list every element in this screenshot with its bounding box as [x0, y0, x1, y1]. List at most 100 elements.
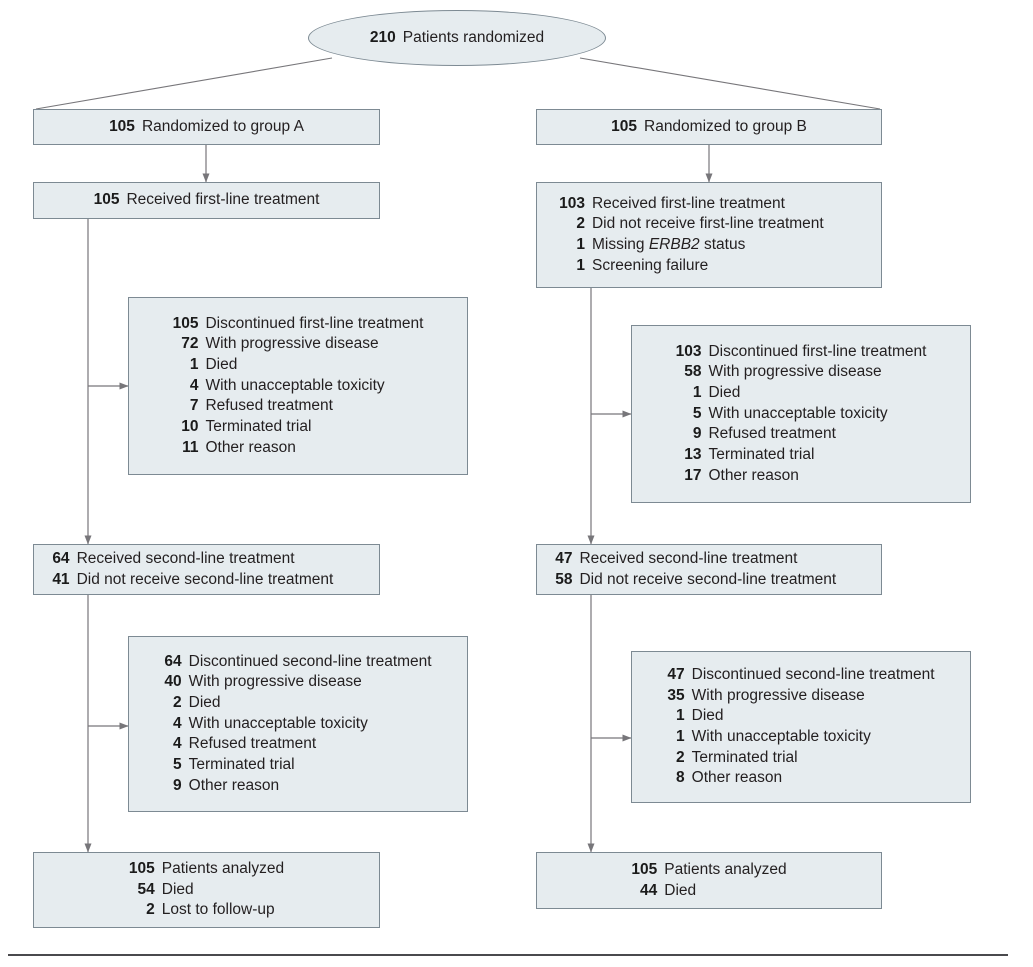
- row-label: With progressive disease: [188, 673, 362, 691]
- node-first-line-discontinued-group-a: 105 Discontinued first-line treatment 72…: [128, 297, 468, 475]
- row-label: Other reason: [205, 438, 296, 456]
- node-first-line-group-b: 103 Received first-line treatment 2 Did …: [536, 182, 882, 288]
- row-number: 58: [684, 363, 702, 381]
- node-row: 5 Terminated trial: [164, 755, 431, 776]
- node-second-line-discontinued-group-a: 64 Discontinued second-line treatment 40…: [128, 636, 468, 812]
- row-number: 4: [189, 376, 199, 394]
- row-number: 1: [676, 707, 685, 725]
- row-label: With unacceptable toxicity: [691, 728, 871, 745]
- node-rows: 105 Discontinued first-line treatment 72…: [173, 314, 424, 458]
- row-label: Other reason: [708, 466, 799, 484]
- row-label: Randomized to group B: [644, 117, 807, 135]
- row-number: 1: [576, 236, 585, 253]
- row-label: Terminated trial: [708, 445, 815, 463]
- row-number: 2: [146, 901, 155, 919]
- node-rows: 47 Received second-line treatment 58 Did…: [551, 549, 881, 590]
- row-number: 10: [181, 417, 199, 435]
- node-row: 41 Did not receive second-line treatment: [48, 570, 379, 591]
- row-label: Died: [708, 384, 741, 402]
- row-number: 2: [676, 748, 685, 766]
- row-number: 7: [189, 397, 199, 415]
- node-row: 105 Randomized to group B: [611, 117, 807, 138]
- row-label: Received second-line treatment: [76, 549, 295, 567]
- node-row: 64 Received second-line treatment: [48, 549, 379, 570]
- row-label-erbb2: Missing ERBB2 status: [591, 236, 746, 253]
- node-rows: 105 Patients analyzed 44 Died: [631, 860, 786, 901]
- row-label: Did not receive second-line treatment: [76, 570, 334, 588]
- node-second-line-group-a: 64 Received second-line treatment 41 Did…: [33, 544, 380, 595]
- row-number: 9: [692, 425, 702, 443]
- row-number: 72: [181, 335, 199, 353]
- row-number: 105: [631, 860, 658, 878]
- node-row: 10 Terminated trial: [173, 417, 424, 438]
- node-row: 4 With unacceptable toxicity: [173, 376, 424, 397]
- node-row: 4 With unacceptable toxicity: [164, 714, 431, 735]
- node-row: 47 Received second-line treatment: [551, 549, 881, 570]
- node-second-line-group-b: 47 Received second-line treatment 58 Did…: [536, 544, 882, 595]
- node-rows: 64 Received second-line treatment 41 Did…: [48, 549, 379, 590]
- row-number: 2: [173, 694, 182, 712]
- node-rows: 105 Randomized to group A: [109, 117, 304, 138]
- erbb2-gene-name: ERBB2: [648, 236, 700, 253]
- row-number: 5: [692, 404, 702, 422]
- node-first-line-discontinued-group-b: 103 Discontinued first-line treatment 58…: [631, 325, 971, 503]
- node-patients-randomized: 210 Patients randomized: [308, 10, 606, 66]
- row-number: 17: [684, 466, 702, 484]
- row-number: 105: [93, 191, 120, 209]
- row-label: Patients analyzed: [161, 860, 285, 878]
- node-row: 58 With progressive disease: [676, 362, 927, 383]
- node-rows: 105 Received first-line treatment: [94, 190, 320, 211]
- row-number: 47: [555, 549, 573, 567]
- node-row: 1 Died: [667, 706, 934, 727]
- node-row: 2 Did not receive first-line treatment: [551, 214, 881, 235]
- node-row: 7 Refused treatment: [173, 396, 424, 417]
- node-row: 11 Other reason: [173, 438, 424, 459]
- row-number: 1: [676, 728, 685, 745]
- row-number: 11: [182, 438, 199, 456]
- row-label: Did not receive first-line treatment: [591, 215, 824, 233]
- node-row: 1 Died: [173, 355, 424, 376]
- node-row: 58 Did not receive second-line treatment: [551, 570, 881, 591]
- node-analyzed-group-b: 105 Patients analyzed 44 Died: [536, 852, 882, 909]
- row-label: Refused treatment: [205, 397, 333, 415]
- row-label: Discontinued second-line treatment: [188, 652, 432, 670]
- node-rows: 103 Received first-line treatment 2 Did …: [551, 194, 881, 276]
- row-number: 64: [52, 549, 70, 567]
- row-label: Other reason: [188, 776, 280, 794]
- node-first-line-group-a: 105 Received first-line treatment: [33, 182, 380, 219]
- row-number: 1: [692, 384, 702, 402]
- node-row: 13 Terminated trial: [676, 445, 927, 466]
- node-row: 2 Lost to follow-up: [129, 900, 284, 921]
- row-label: Received first-line treatment: [126, 191, 320, 209]
- node-row: 40 With progressive disease: [164, 672, 431, 693]
- row-label: With progressive disease: [691, 686, 865, 704]
- node-analyzed-group-a: 105 Patients analyzed 54 Died 2 Lost to …: [33, 852, 380, 928]
- row-number: 105: [172, 314, 199, 332]
- node-rows: 105 Randomized to group B: [611, 117, 807, 138]
- node-row: 105 Discontinued first-line treatment: [173, 314, 424, 335]
- node-rows: 105 Patients analyzed 54 Died 2 Lost to …: [129, 859, 284, 921]
- node-row: 1 Screening failure: [551, 256, 881, 277]
- node-row: 35 With progressive disease: [667, 686, 934, 707]
- row-label: Died: [664, 881, 697, 899]
- row-number: 105: [109, 117, 135, 135]
- row-label: Received second-line treatment: [579, 549, 798, 567]
- row-label: Patients randomized: [402, 28, 545, 46]
- node-row: 103 Discontinued first-line treatment: [676, 342, 927, 363]
- node-rows: 64 Discontinued second-line treatment 40…: [164, 652, 431, 796]
- row-label: Terminated trial: [691, 748, 798, 766]
- row-number: 103: [559, 194, 585, 212]
- row-label: With unacceptable toxicity: [205, 376, 385, 394]
- node-rows: 210 Patients randomized: [370, 28, 544, 49]
- row-number: 8: [676, 769, 685, 787]
- row-number: 44: [640, 881, 658, 899]
- node-row: 105 Patients analyzed: [129, 859, 284, 880]
- row-label: Other reason: [691, 769, 783, 787]
- node-row: 105 Received first-line treatment: [94, 190, 320, 211]
- node-row: 210 Patients randomized: [370, 28, 544, 49]
- node-rows: 47 Discontinued second-line treatment 35…: [667, 665, 934, 789]
- node-row: 2 Died: [164, 693, 431, 714]
- row-label: Refused treatment: [708, 425, 836, 443]
- row-label: Died: [188, 694, 221, 712]
- row-number: 47: [667, 666, 685, 684]
